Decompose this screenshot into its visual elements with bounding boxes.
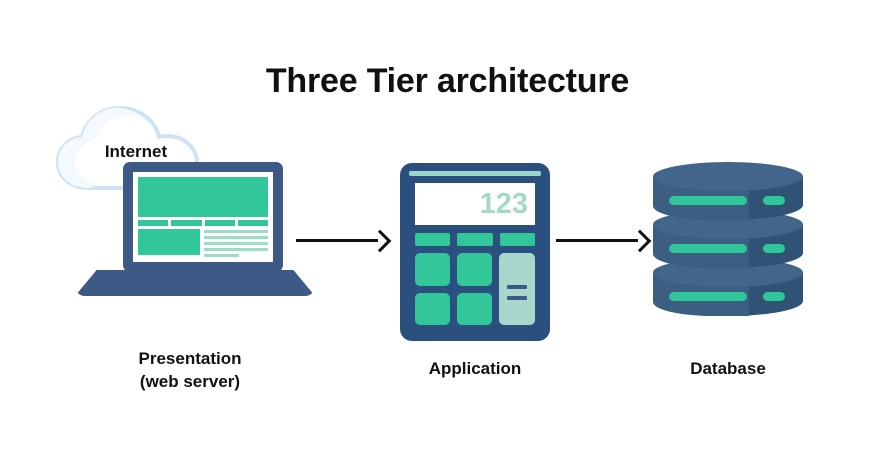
arrow-shaft: [556, 239, 638, 242]
arrow-application-to-database: [556, 229, 652, 253]
screen-nav-item: [171, 220, 202, 226]
calculator-number-key: [457, 253, 492, 286]
tier-database: [653, 162, 803, 332]
calculator-display: 123: [415, 183, 535, 225]
tier-caption-presentation: Presentation (web server): [138, 349, 242, 391]
tier-application: 123: [400, 163, 550, 343]
screen-nav-item: [204, 220, 235, 226]
calculator-function-key: [457, 233, 493, 246]
screen-nav-row: [138, 220, 268, 226]
database-status-dot: [763, 196, 785, 205]
calculator-number-keys: [415, 253, 492, 325]
tier-presentation: Internet: [55, 100, 325, 310]
database-cylinder-cap: [653, 162, 803, 191]
laptop-screen-bezel: [133, 172, 273, 262]
arrow-head-icon: [368, 229, 392, 253]
screen-nav-item: [237, 220, 268, 226]
screen-text-line: [204, 248, 268, 251]
arrow-head-icon: [628, 229, 652, 253]
calculator-equals-key: [499, 253, 535, 325]
calculator-icon: 123: [400, 163, 550, 341]
calculator-function-key: [415, 233, 451, 246]
database-status-dot: [763, 292, 785, 301]
calculator-number-key: [415, 292, 450, 325]
screen-body-text-lines: [204, 229, 268, 257]
arrow-shaft: [296, 239, 378, 242]
laptop-icon: [75, 162, 315, 307]
laptop-base: [75, 270, 315, 296]
calculator-number-key: [457, 292, 492, 325]
database-status-bar: [669, 244, 747, 253]
web-page-mockup: [138, 177, 268, 257]
calculator-function-key: [499, 233, 535, 246]
database-status-bar: [669, 292, 747, 301]
screen-nav-item: [138, 220, 169, 226]
screen-body-image: [138, 229, 201, 255]
tier-caption-application: Application: [428, 359, 522, 378]
tier-caption-database: Database: [690, 359, 766, 378]
screen-body-row: [138, 229, 268, 257]
database-status-dot: [763, 244, 785, 253]
page-title: Three Tier architecture: [265, 62, 630, 100]
arrow-presentation-to-application: [296, 229, 392, 253]
screen-text-line: [204, 242, 268, 245]
cloud-label: Internet: [104, 142, 168, 161]
screen-hero-block: [138, 177, 268, 218]
screen-text-line: [204, 230, 268, 233]
calculator-number-key: [415, 253, 450, 286]
screen-text-line: [204, 254, 240, 257]
calculator-keypad: [415, 253, 535, 325]
screen-text-line: [204, 236, 268, 239]
laptop-lid: [123, 162, 283, 272]
database-cylinder: [653, 162, 803, 234]
database-status-bar: [669, 196, 747, 205]
calculator-function-keys: [415, 233, 535, 246]
calculator-top-strip: [409, 171, 541, 176]
calculator-display-value: 123: [479, 187, 528, 220]
